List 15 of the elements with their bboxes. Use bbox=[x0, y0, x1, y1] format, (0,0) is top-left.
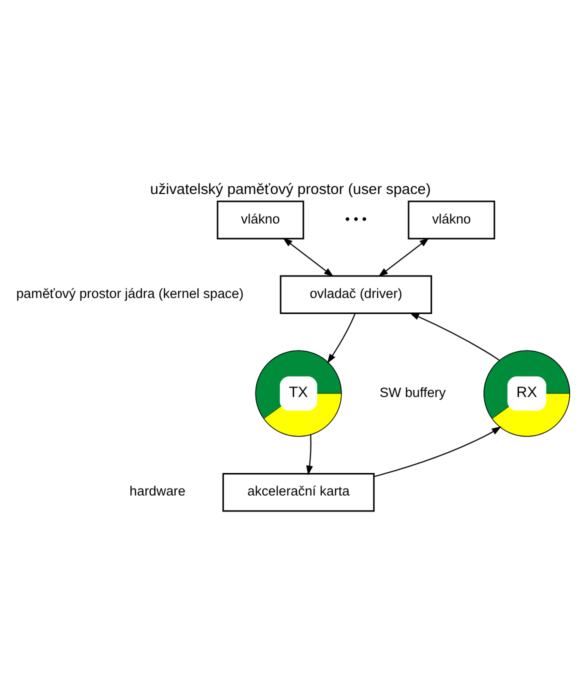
label: hardware bbox=[130, 484, 186, 499]
node-box: vlákno bbox=[408, 200, 496, 240]
arrow bbox=[374, 426, 502, 478]
arrow bbox=[327, 313, 356, 364]
node-box: akcelerační karta bbox=[222, 472, 375, 512]
node-box: vlákno bbox=[216, 200, 304, 240]
diagram-title: uživatelský paměťový prostor (user space) bbox=[150, 180, 431, 198]
arrow bbox=[306, 434, 313, 476]
label: • • • bbox=[345, 211, 367, 226]
node-box: ovladač (driver) bbox=[280, 275, 432, 314]
arrow bbox=[282, 238, 334, 277]
label: paměťový prostor jádra (kernel space) bbox=[16, 286, 244, 301]
label: SW buffery bbox=[380, 384, 446, 400]
arrow bbox=[409, 312, 500, 361]
arrow bbox=[378, 238, 430, 277]
